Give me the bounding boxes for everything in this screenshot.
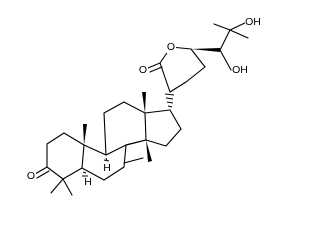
ketone-group (34, 166, 50, 179)
c23-side-wedge (191, 48, 220, 52)
ring-b (81, 144, 127, 181)
c5-h-hash (82, 171, 88, 177)
lactone-carbonyl-o-label: O (139, 64, 147, 76)
c13-methyl-wedge (142, 92, 146, 113)
atom-h-c5: H (84, 176, 92, 188)
atom-lactone-carbonyl-o: O (138, 64, 148, 76)
c9-h-hash (103, 157, 110, 162)
h-c9-label: H (103, 162, 111, 174)
hydroxyl-lower-label: OH (232, 64, 248, 76)
lactone-ring-o-label: O (167, 41, 175, 53)
lactone-ring (159, 46, 206, 93)
ketone-o-label: O (27, 170, 35, 182)
c14-methyl-wedge (146, 140, 152, 162)
c10-methyl-wedge (83, 124, 87, 145)
c4-gem-dimethyl (50, 178, 73, 196)
ring-c (103, 101, 147, 156)
atom-hydroxyl-lower: OH (232, 64, 248, 76)
atom-h-c9: H (103, 162, 111, 174)
lactone-carbonyl (147, 62, 163, 73)
c17-side-chain-hash (164, 93, 175, 108)
h-c5-label: H (84, 176, 92, 188)
hydroxyl-upper-label: OH (245, 16, 261, 28)
diol-chain (213, 21, 249, 71)
atom-ketone-o: O (26, 170, 36, 182)
c7-c8-double-bond (123, 139, 147, 164)
chemical-structure: O O O OH OH H H (26, 16, 261, 196)
ring-d (144, 109, 182, 147)
ring-a (46, 132, 85, 180)
atom-lactone-ring-o: O (166, 41, 176, 53)
atom-hydroxyl-upper: OH (245, 16, 261, 28)
